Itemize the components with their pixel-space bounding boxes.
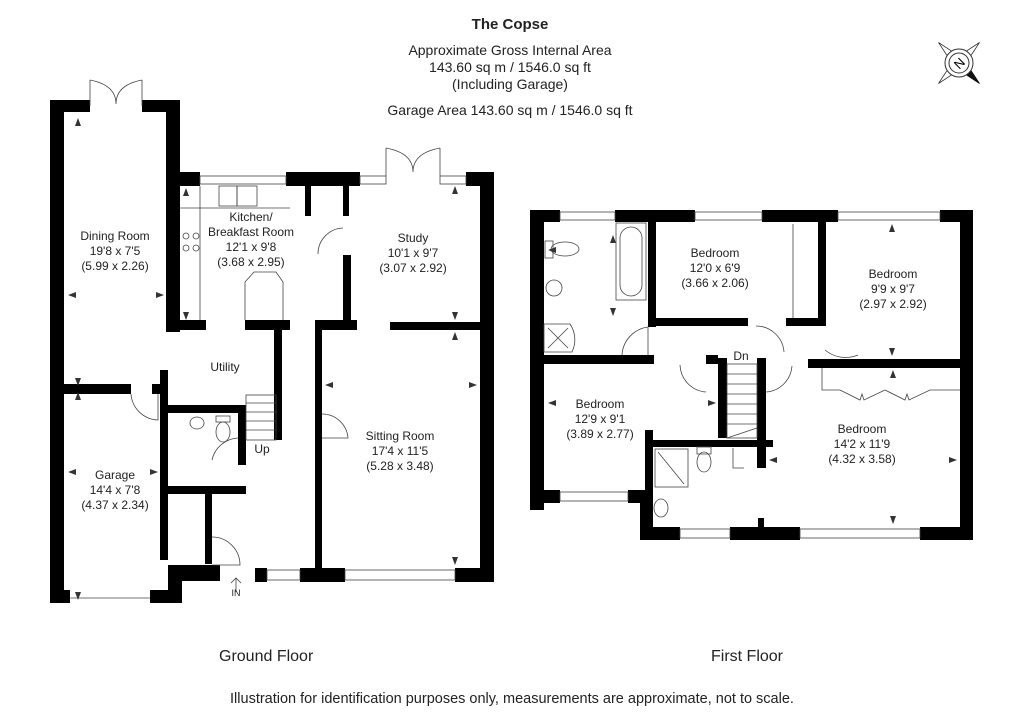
- room-size-metric: (4.37 x 2.34): [81, 498, 149, 512]
- room-name: Bedroom: [837, 422, 887, 436]
- room-size-imperial: 14'4 x 7'8: [89, 483, 141, 497]
- dimension-arrows: [68, 118, 957, 600]
- room-size-imperial: 19'8 x 7'5: [89, 244, 141, 258]
- first-floor-label: First Floor: [711, 648, 783, 665]
- room-name: Bedroom: [690, 246, 740, 260]
- room-size-metric: (3.68 x 2.95): [217, 255, 285, 269]
- room-name: Sitting Room: [365, 429, 435, 443]
- plan-title: The Copse: [471, 16, 549, 33]
- room-garage: Garage 14'4 x 7'8 (4.37 x 2.34): [81, 468, 148, 513]
- room-study: Study 10'1 x 9'7 (3.07 x 2.92): [379, 231, 446, 276]
- room-size-metric: (5.99 x 2.26): [81, 259, 149, 273]
- room-size-metric: (3.66 x 2.06): [681, 276, 749, 290]
- area-heading: Approximate Gross Internal Area: [408, 42, 612, 58]
- room-size-imperial: 12'9 x 9'1: [574, 412, 626, 426]
- room-size-metric: (3.07 x 2.92): [379, 261, 447, 275]
- compass-north-icon: N: [938, 42, 980, 84]
- room-sitting: Sitting Room 17'4 x 11'5 (5.28 x 3.48): [366, 429, 435, 474]
- room-bedroom-4: Bedroom 12'9 x 9'1 (3.89 x 2.77): [566, 397, 633, 442]
- first-floor-walls: [530, 210, 973, 540]
- room-name: Utility: [210, 360, 240, 374]
- room-size-imperial: 10'1 x 9'7: [387, 246, 439, 260]
- room-utility: Utility: [210, 360, 239, 375]
- ground-floor-walls: [50, 100, 494, 603]
- room-bedroom-3: Bedroom 9'9 x 9'7 (2.97 x 2.92): [859, 267, 926, 312]
- room-name: Garage: [94, 468, 136, 482]
- room-name-line2: Breakfast Room: [207, 225, 295, 239]
- room-name: Bedroom: [575, 397, 625, 411]
- first-floor-fixtures: [543, 211, 960, 539]
- total-area: 143.60 sq m / 1546.0 sq ft: [429, 59, 591, 75]
- room-size-metric: (5.28 x 3.48): [366, 459, 434, 473]
- room-size-imperial: 12'0 x 6'9: [689, 261, 741, 275]
- stairs-up-label: Up: [254, 442, 270, 456]
- stairs-down-label: Dn: [733, 349, 749, 363]
- ground-floor-label: Ground Floor: [219, 648, 314, 665]
- room-size-metric: (2.97 x 2.92): [859, 297, 927, 311]
- garage-area: Garage Area 143.60 sq m / 1546.0 sq ft: [387, 102, 633, 118]
- room-size-imperial: 14'2 x 11'9: [833, 437, 891, 451]
- room-dining: Dining Room 19'8 x 7'5 (5.99 x 2.26): [80, 229, 149, 274]
- disclaimer: Illustration for identification purposes…: [230, 691, 794, 707]
- room-size-imperial: 12'1 x 9'8: [225, 240, 277, 254]
- room-size-imperial: 9'9 x 9'7: [871, 282, 915, 296]
- room-bedroom-2: Bedroom 12'0 x 6'9 (3.66 x 2.06): [681, 246, 748, 291]
- room-size-imperial: 17'4 x 11'5: [371, 444, 429, 458]
- area-note: (Including Garage): [452, 76, 568, 92]
- room-size-metric: (3.89 x 2.77): [566, 427, 634, 441]
- room-kitchen: Kitchen/ Breakfast Room 12'1 x 9'8 (3.68…: [208, 210, 294, 270]
- ground-floor-fixtures: [70, 79, 467, 599]
- room-bedroom-1: Bedroom 14'2 x 11'9 (4.32 x 3.58): [828, 422, 895, 467]
- room-name: Kitchen/: [229, 210, 273, 224]
- room-size-metric: (4.32 x 3.58): [828, 452, 896, 466]
- room-name: Dining Room: [80, 229, 150, 243]
- entrance-label: IN: [231, 588, 241, 598]
- room-name: Bedroom: [868, 267, 918, 281]
- room-name: Study: [397, 231, 429, 245]
